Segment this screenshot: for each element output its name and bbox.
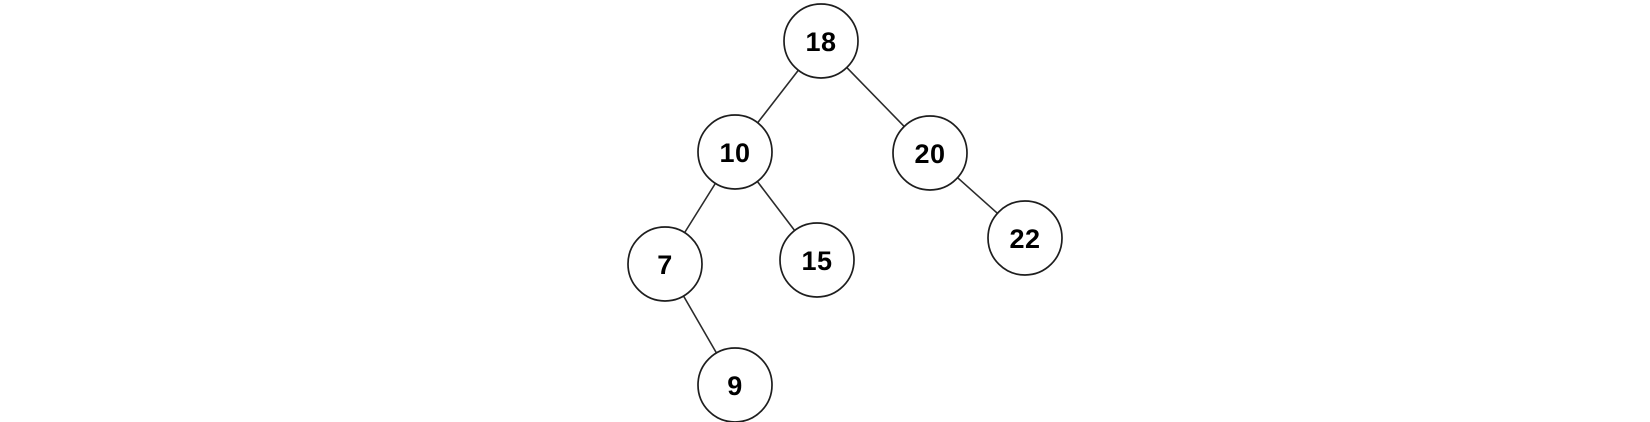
tree-edge [682,295,718,354]
node-circle[interactable] [987,200,1063,276]
tree-node[interactable]: 22 [987,200,1063,276]
tree-node[interactable]: 20 [892,115,968,191]
tree-node[interactable]: 7 [627,226,703,302]
tree-edge [756,180,796,232]
tree-edge [756,69,800,124]
node-circle[interactable] [627,226,703,302]
node-label: 15 [801,246,832,276]
node-circle[interactable] [892,115,968,191]
tree-node[interactable]: 18 [783,3,859,79]
node-circle[interactable] [697,347,773,422]
node-label: 20 [914,139,945,169]
edges-group [682,66,999,354]
tree-node[interactable]: 15 [779,222,855,298]
tree-node[interactable]: 10 [697,114,773,190]
tree-edge [683,182,717,234]
node-label: 7 [657,250,673,280]
node-label: 9 [727,371,743,401]
node-circle[interactable] [697,114,773,190]
node-label: 22 [1009,224,1040,254]
node-label: 18 [805,27,836,57]
tree-edge [956,176,999,215]
node-circle[interactable] [783,3,859,79]
tree-edge [846,66,905,128]
tree-node[interactable]: 9 [697,347,773,422]
node-label: 10 [719,138,750,168]
node-circle[interactable] [779,222,855,298]
nodes-group: 18 10 20 7 15 22 9 [627,3,1063,422]
